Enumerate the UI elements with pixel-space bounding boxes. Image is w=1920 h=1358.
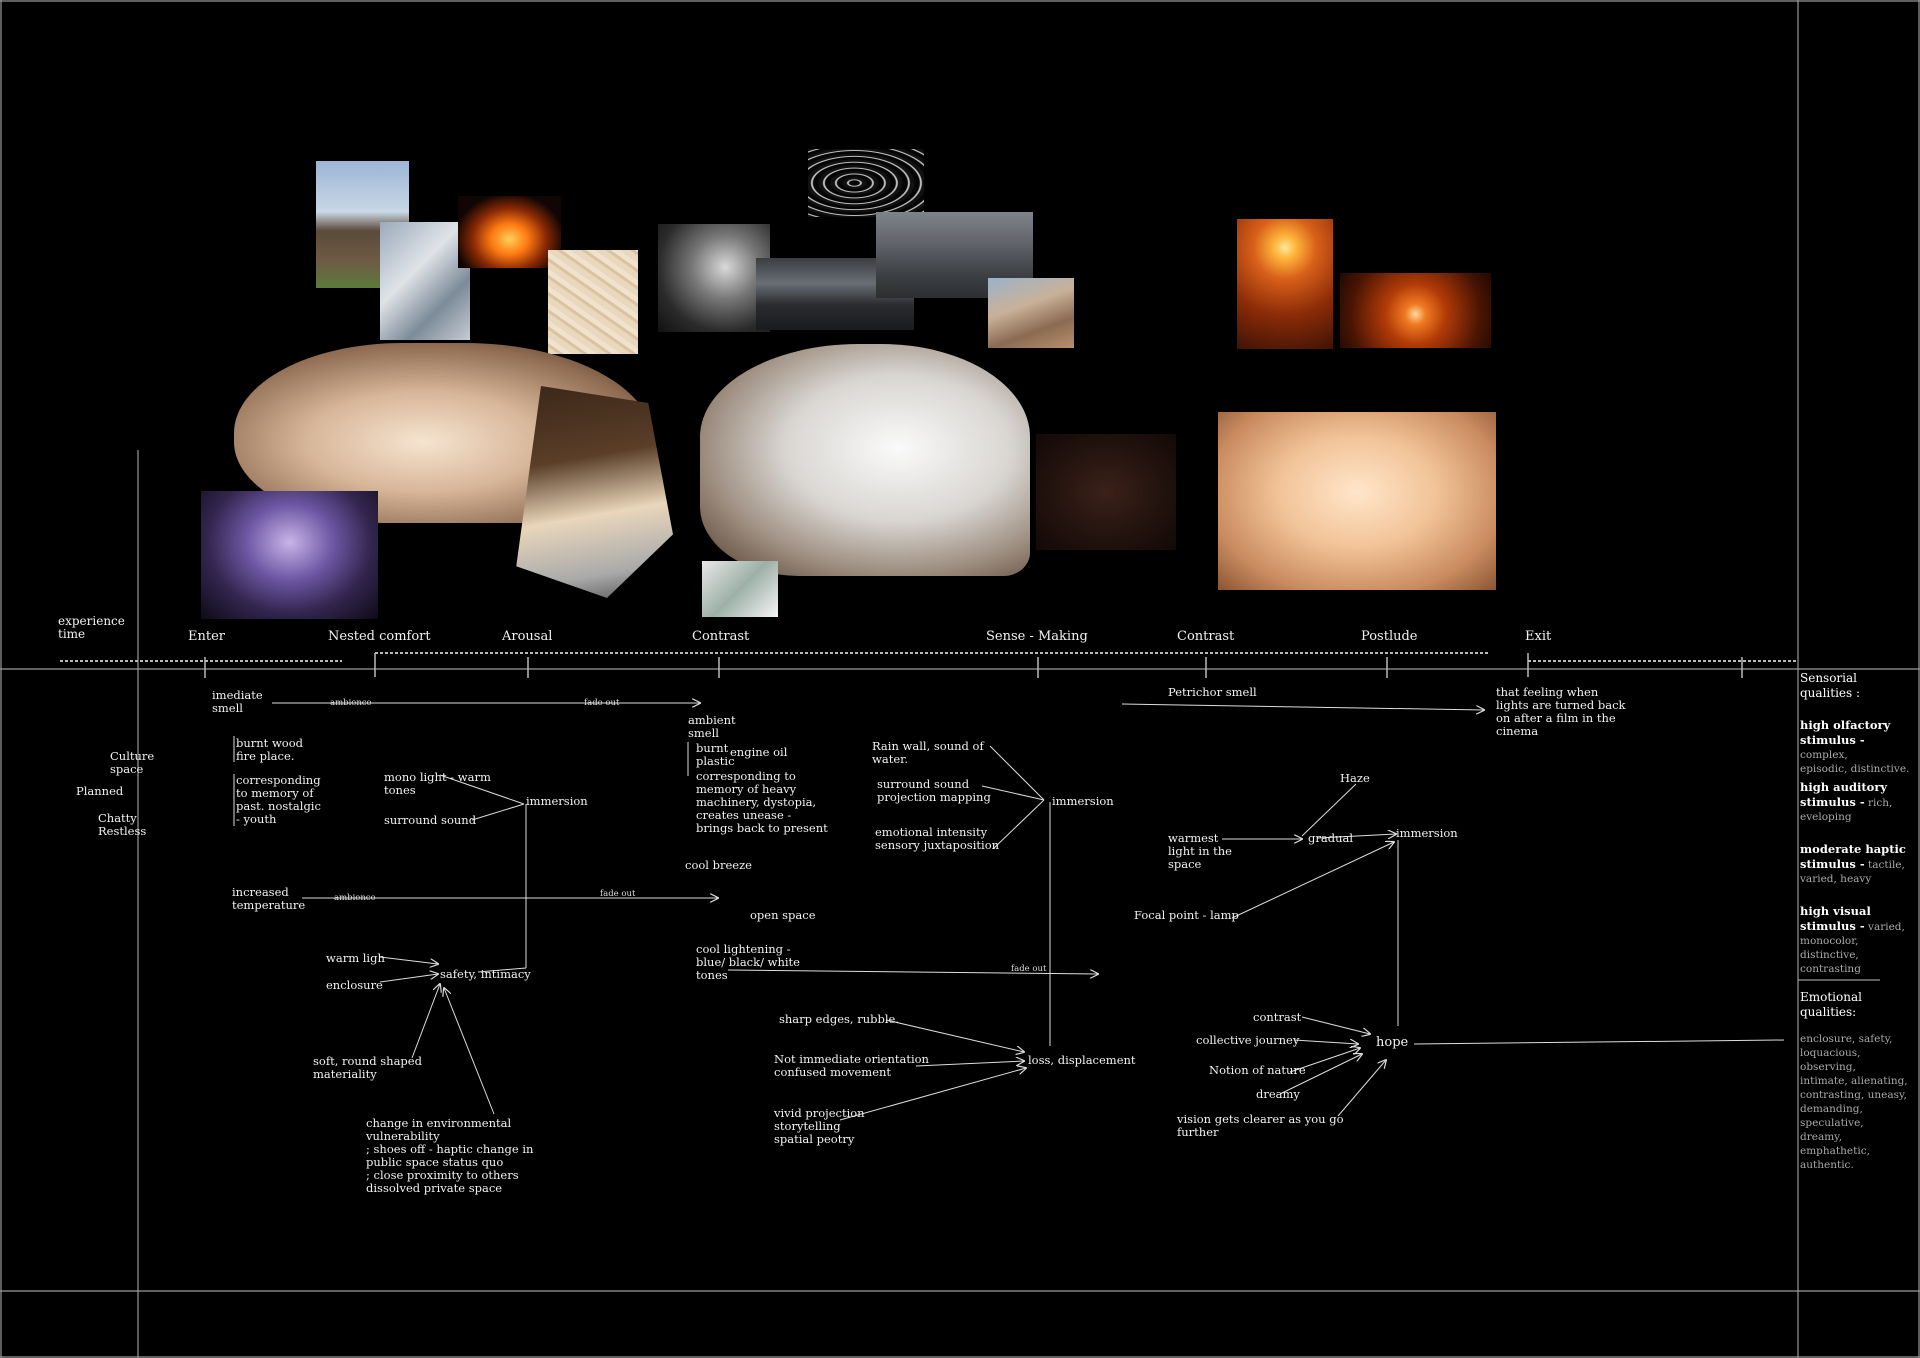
stage-arousal: Arousal <box>502 629 553 644</box>
fade-out-label-2: fade out <box>600 889 636 899</box>
sun-installation-photo <box>1237 219 1333 349</box>
sharp-edges-note: sharp edges, rubble. <box>779 1012 899 1026</box>
emotional-qualities-title: Emotional qualities: <box>1800 990 1862 1019</box>
stage-sense-making: Sense - Making <box>986 629 1088 644</box>
rubble-photo <box>988 278 1074 348</box>
olfactory-quality: high olfactory stimulus - complex, episo… <box>1800 718 1912 776</box>
immersion-node-2: immersion <box>1052 794 1114 808</box>
warmest-light-note: warmest light in the space <box>1168 831 1232 871</box>
loss-displacement-node: loss, displacement <box>1028 1053 1136 1067</box>
collective-journey-note: collective journey <box>1196 1033 1300 1047</box>
haptic-quality: moderate haptic stimulus - tactile, vari… <box>1800 842 1912 886</box>
auditory-title: high auditory stimulus - <box>1800 780 1888 809</box>
ambient-smell: ambient smell <box>688 713 736 740</box>
stage-contrast: Contrast <box>692 629 750 644</box>
visual-title: high visual stimulus - <box>1800 904 1871 933</box>
change-vulnerability-note: change in environmental vulnerability ; … <box>366 1116 534 1195</box>
crystal-box-render <box>702 561 778 617</box>
rain-wall-note: Rain wall, sound of water. <box>872 739 984 766</box>
warm-room-render <box>1218 412 1496 590</box>
stage-postlude: Postlude <box>1361 629 1418 644</box>
memory-note: corresponding to memory of past. nostalg… <box>236 773 321 826</box>
soft-materiality-note: soft, round shaped materiality <box>313 1054 422 1081</box>
visual-quality: high visual stimulus - varied, monocolor… <box>1800 904 1912 976</box>
contrast-note: contrast <box>1253 1010 1302 1024</box>
immersion-node-1: immersion <box>526 794 588 808</box>
nature-note: Notion of nature <box>1209 1063 1306 1077</box>
stage-nested-comfort: Nested comfort <box>328 629 431 644</box>
burnt-plastic-note: burnt plastic <box>696 741 735 768</box>
emotional-intensity-note: emotional intensity sensory juxtapositio… <box>875 825 1000 852</box>
culture-space-note: Culture space <box>110 749 155 776</box>
enclosure-note: enclosure <box>326 978 383 992</box>
haptic-text: tactile, varied, heavy <box>1800 859 1905 885</box>
experience-time-label: experience time <box>58 614 125 641</box>
immersion-node-3: immersion <box>1396 826 1458 840</box>
surround-projection-note: surround sound projection mapping <box>877 777 991 804</box>
vision-note: vision gets clearer as you go further <box>1177 1112 1344 1139</box>
ambience-label-2: ambience <box>334 893 376 903</box>
fade-out-label-1: fade out <box>584 698 620 708</box>
auditory-text: rich, eveloping <box>1800 797 1893 823</box>
dark-room-render <box>1036 434 1176 550</box>
vivid-projection-note: vivid projection storytelling spatial pe… <box>774 1106 865 1146</box>
cool-breeze-note: cool breeze <box>685 858 752 872</box>
open-space-note: open space <box>750 908 816 922</box>
warm-light-note: warm ligh <box>326 951 385 965</box>
gradual-node: gradual <box>1308 831 1354 845</box>
chatty-restless-note: Chatty Restless <box>98 811 147 838</box>
fade-out-label-3: fade out <box>1011 964 1047 974</box>
stage-enter: Enter <box>188 629 225 644</box>
tunnel-photo <box>658 224 770 332</box>
curved-wall-render <box>700 344 1030 576</box>
cinema-feeling-note: that feeling when lights are turned back… <box>1496 685 1626 738</box>
orientation-note: Not immediate orientation confused movem… <box>774 1052 929 1079</box>
hope-node: hope <box>1376 1035 1409 1050</box>
stage-contrast-2: Contrast <box>1177 629 1235 644</box>
haptic-title: moderate haptic stimulus - <box>1800 842 1906 871</box>
ambience-label-1: ambience <box>330 698 372 708</box>
engine-oil-note: engine oil <box>730 745 788 759</box>
heavy-machinery-note: corresponding to memory of heavy machine… <box>696 769 828 835</box>
visual-text: varied, monocolor, distinctive, contrast… <box>1800 921 1905 975</box>
olfactory-text: complex, episodic, distinctive. <box>1800 749 1910 775</box>
cool-lightening-note: cool lightening - blue/ black/ white ton… <box>696 942 800 982</box>
surround-sound-note: surround sound <box>384 813 477 827</box>
water-surface-photo <box>808 149 924 217</box>
mono-light-note: mono light - warm tones <box>384 770 491 797</box>
emotional-qualities-text: enclosure, safety, loquacious, observing… <box>1800 1033 1908 1171</box>
increased-temperature: increased temperature <box>232 885 306 912</box>
petrichor-smell-note: Petrichor smell <box>1168 685 1257 699</box>
stage-exit: Exit <box>1525 629 1552 644</box>
purple-room-render <box>201 491 378 619</box>
burnt-wood-note: burnt wood fire place. <box>236 736 304 763</box>
immediate-smell: imediate smell <box>212 688 263 715</box>
haze-note: Haze <box>1340 771 1370 785</box>
sensorial-qualities-title: Sensorial qualities : <box>1800 671 1861 700</box>
auditory-quality: high auditory stimulus - rich, eveloping <box>1800 780 1912 824</box>
safety-intimacy-node: safety, intimacy <box>440 967 531 981</box>
planned-note: Planned <box>76 784 124 798</box>
fireplace-photo <box>458 196 561 268</box>
olfactory-title: high olfactory stimulus - <box>1800 718 1891 747</box>
sunset-photo <box>1340 273 1491 348</box>
old-photos-collage <box>380 222 470 340</box>
focal-point-note: Focal point - lamp <box>1134 908 1239 922</box>
dreamy-note: dreamy <box>1256 1087 1300 1101</box>
textile-texture-photo <box>548 250 638 354</box>
